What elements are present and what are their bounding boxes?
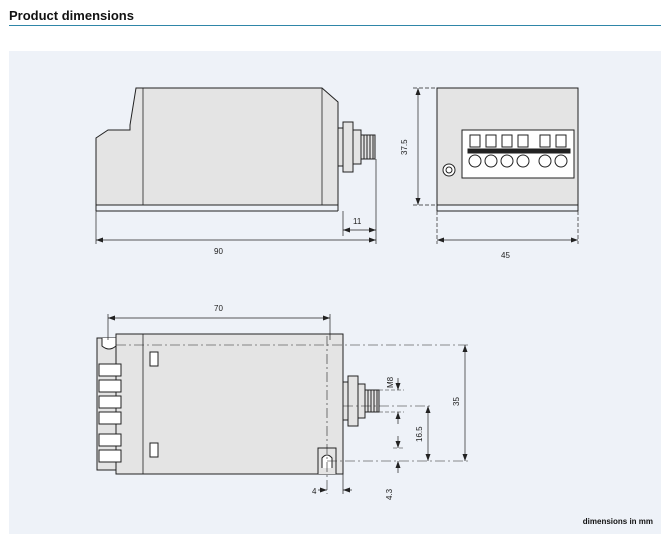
page-title: Product dimensions [9,8,134,23]
units-note: dimensions in mm [582,517,653,526]
side-connector [337,121,376,173]
front-terminal-block [461,129,575,179]
dim-label-4-3: 4.3 [385,488,394,500]
dim-label-m8: M8 [386,376,395,388]
title-divider [9,25,661,26]
dim-label-11: 11 [353,217,362,226]
dim-label-90: 90 [214,247,223,256]
dim-label-16-5: 16.5 [415,426,424,442]
top-terminal-strip [96,337,122,471]
top-connector [342,375,380,427]
side-view [95,87,377,244]
side-view-body [95,87,339,206]
dim-label-70: 70 [214,304,223,313]
dim-label-4: 4 [312,487,317,496]
dim-label-35: 35 [452,397,461,406]
dim-label-37-5: 37.5 [400,139,409,155]
front-view [413,87,579,244]
top-view [96,314,468,494]
dim-label-45: 45 [501,251,510,260]
